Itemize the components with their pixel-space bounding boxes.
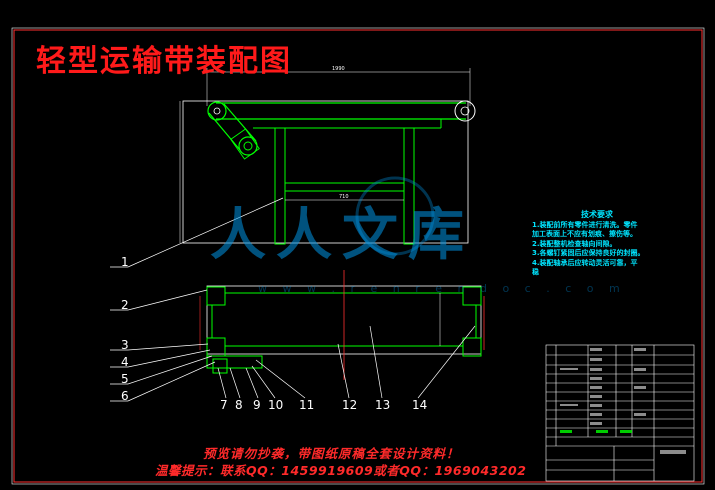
footer-contact: 温馨提示：联系QQ：1459919609或者QQ：1969043202	[155, 463, 527, 478]
part-number-13: 13	[375, 398, 391, 412]
leader-lines	[127, 197, 476, 402]
watermark-url: w w w . r e n r e n d o c . c o m	[258, 282, 626, 295]
part-number-1: 1	[121, 255, 129, 269]
drawing-title: 轻型运输带装配图	[36, 44, 292, 79]
part-number-2: 2	[121, 298, 129, 312]
technical-requirements: 技术要求 1.装配前所有零件进行清洗。零件 加工表面上不应有划痕、擦伤等。 2.…	[532, 210, 662, 278]
tech-note-line: 稳	[532, 268, 539, 276]
cross-brace	[284, 182, 405, 192]
tail-roller	[454, 100, 476, 122]
tech-note-line: 1.装配前所有零件进行清洗。零件	[532, 220, 638, 229]
watermark-ring	[355, 176, 435, 256]
part-number-11: 11	[299, 398, 315, 412]
part-number-4: 4	[121, 355, 129, 369]
part-number-5: 5	[121, 372, 129, 386]
plan-corner-bl	[206, 337, 226, 357]
title-block	[545, 344, 695, 482]
part-number-7: 7	[220, 398, 228, 412]
part-number-8: 8	[235, 398, 243, 412]
part-number-10: 10	[268, 398, 284, 412]
dimension-inner: 710	[339, 194, 349, 200]
part-number-6: 6	[121, 389, 129, 403]
overall-outline	[182, 100, 469, 244]
part-number-9: 9	[253, 398, 261, 412]
chain-left	[208, 112, 241, 151]
tech-notes-heading: 技术要求	[581, 210, 613, 219]
chain-right	[223, 103, 257, 142]
tech-note-line: 2.装配整机检查轴向间隙。	[532, 239, 617, 248]
outer-border	[11, 27, 705, 485]
motor-assembly	[206, 355, 263, 369]
watermark-logo: 人人文库	[210, 203, 474, 268]
footer-preview-notice: 预览请勿抄袭，带图纸原稿全套设计资料！	[203, 446, 460, 461]
part-number-12: 12	[342, 398, 358, 412]
tech-note-line: 加工表面上不应有划痕、擦伤等。	[532, 230, 637, 238]
dimension-top: 1990	[332, 66, 345, 72]
plan-corner-tr	[462, 286, 482, 306]
plan-corner-tl	[206, 286, 226, 306]
drawing-border	[13, 29, 703, 483]
tech-note-line: 4.装配轴承后应转动灵活可靠，平	[532, 258, 638, 267]
drive-roller	[207, 101, 227, 121]
part-number-14: 14	[412, 398, 428, 412]
plan-corner-br	[462, 337, 482, 357]
tech-note-line: 3.各螺钉紧固后应保持良好的封圈。	[532, 249, 645, 257]
part-number-3: 3	[121, 338, 129, 352]
